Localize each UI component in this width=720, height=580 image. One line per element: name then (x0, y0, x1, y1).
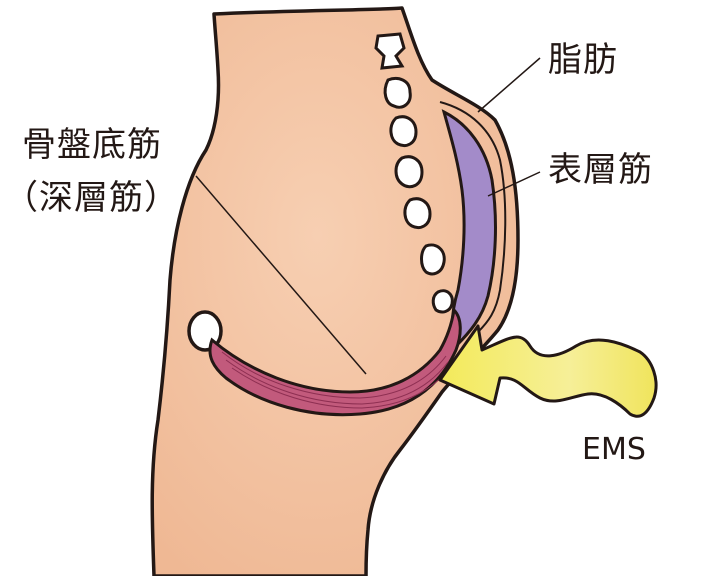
leader-line-pelvic (195, 175, 367, 375)
ems-arrow-icon (438, 324, 658, 418)
pelvic-floor-label: 骨盤底筋 (22, 125, 162, 165)
vertebra (389, 115, 418, 147)
vertebra (420, 243, 446, 276)
vertebra (374, 32, 406, 70)
ems-label: EMS (582, 432, 646, 467)
deep-muscle-label: （深層筋） (4, 178, 179, 218)
vertebra (431, 289, 454, 314)
leader-line-fat (477, 57, 541, 113)
pelvic-floor-muscle (208, 306, 462, 417)
vertebra (394, 155, 424, 189)
fat-label: 脂肪 (548, 40, 618, 80)
vertebra (403, 197, 432, 229)
body-silhouette (150, 6, 520, 578)
leader-line-surface (487, 171, 541, 197)
fat-layer-outline (439, 101, 507, 333)
vertebra (383, 77, 412, 109)
surface-muscle-label: 表層筋 (548, 150, 653, 190)
muscle-fibers (221, 351, 451, 409)
spine (374, 32, 454, 314)
